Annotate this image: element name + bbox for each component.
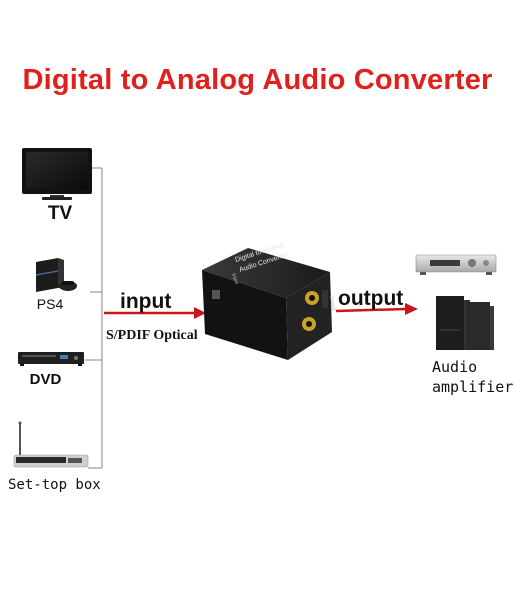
tv-icon (22, 148, 92, 200)
output-arrow (335, 303, 418, 315)
amplifier-label-line1: Audio (432, 358, 478, 376)
amplifier-label-line2: amplifier (432, 378, 514, 396)
ps4-icon (35, 258, 77, 292)
speaker-icon (436, 296, 494, 350)
source-label-tv: TV (47, 203, 73, 224)
input-type-label: S/PDIF Optical (106, 328, 198, 343)
amplifier-receiver-icon (415, 254, 497, 275)
output-label: output (338, 287, 404, 310)
source-label-dvd: DVD (29, 371, 62, 388)
source-label-ps4: PS4 (36, 296, 64, 312)
dvd-icon (18, 352, 84, 366)
device-port-input-label: Input (230, 273, 240, 286)
set-top-box-icon (13, 421, 89, 468)
device-port-output-label: Output (328, 295, 337, 311)
amplifier-label: Audio amplifier (432, 357, 515, 397)
connector-bracket (85, 167, 103, 469)
source-label-set-top-box: Set-top box (8, 477, 101, 493)
input-arrow (104, 307, 206, 319)
input-label: input (120, 290, 172, 313)
page-title: Digital to Analog Audio Converter (22, 64, 493, 96)
converter-device: Digital to Analog Audio Converter Input … (202, 242, 337, 360)
